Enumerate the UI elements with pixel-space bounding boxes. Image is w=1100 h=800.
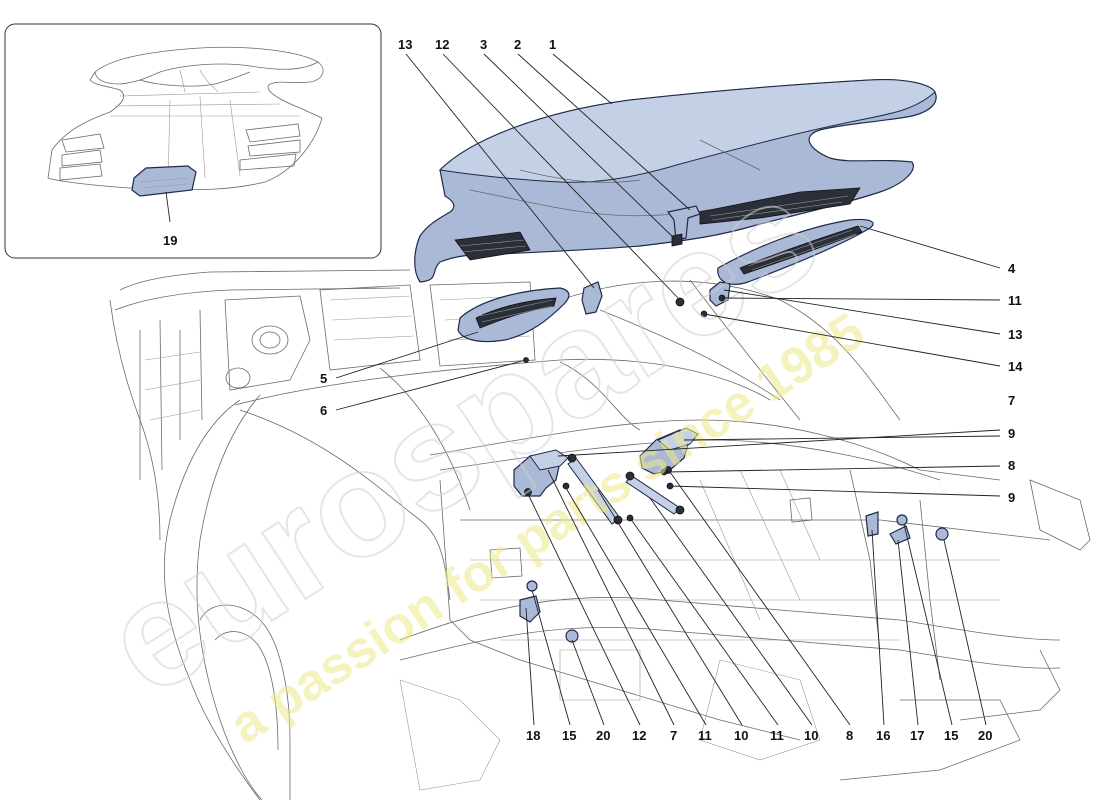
callout-11-bottom-b: 11 xyxy=(770,728,784,743)
callout-10-bottom-a: 10 xyxy=(734,728,748,743)
callouts-right: 4 11 13 14 7 9 9 xyxy=(1008,261,1023,505)
callout-13-right: 13 xyxy=(1008,327,1022,342)
bumper-15-left xyxy=(526,580,538,592)
callout-8-bottom: 8 xyxy=(846,728,853,743)
callout-9-lower: 9 xyxy=(1008,490,1015,505)
bracket-13-right xyxy=(709,281,731,307)
car-body-drawing xyxy=(109,269,1091,800)
callout-5: 5 xyxy=(320,371,327,386)
bumper-15-right xyxy=(896,514,908,526)
gas-strut-right xyxy=(625,468,685,515)
callout-12-top: 12 xyxy=(435,37,449,52)
callouts-top: 13 12 3 2 1 xyxy=(398,37,556,52)
callouts-bottom: 18 15 20 12 7 11 10 11 10 8 16 17 15 20 xyxy=(526,728,992,743)
callouts-left: 5 6 xyxy=(320,371,327,418)
bracket-16 xyxy=(865,511,879,537)
leader-lines xyxy=(335,53,1001,726)
callout-1: 1 xyxy=(549,37,556,52)
callout-12-bottom: 12 xyxy=(632,728,646,743)
callout-18: 18 xyxy=(526,728,540,743)
inset-part-19 xyxy=(131,165,197,197)
callout-15-left: 15 xyxy=(562,728,576,743)
callout-20-right: 20 xyxy=(978,728,992,743)
vent-grille-left xyxy=(457,287,570,343)
inset-lid-drawing xyxy=(47,46,324,197)
callout-4: 4 xyxy=(1008,261,1016,276)
hinge-left xyxy=(513,449,569,497)
callout-10-bottom-b: 10 xyxy=(804,728,818,743)
callout-14: 14 xyxy=(1008,359,1023,374)
callout-19: 19 xyxy=(163,233,177,248)
callout-15-right: 15 xyxy=(944,728,958,743)
callout-11-bottom-a: 11 xyxy=(698,728,712,743)
callout-16: 16 xyxy=(876,728,890,743)
callout-9-upper: 9 xyxy=(1008,426,1015,441)
gas-strut-left xyxy=(562,453,634,525)
bumper-20-right xyxy=(935,527,949,541)
engine-lid-part xyxy=(414,79,937,283)
callout-7-bottom: 7 xyxy=(670,728,677,743)
callout-13-top: 13 xyxy=(398,37,412,52)
bracket-17 xyxy=(889,525,911,545)
callout-3: 3 xyxy=(480,37,487,52)
callout-17: 17 xyxy=(910,728,924,743)
callout-8-right-visible: 8 xyxy=(1008,458,1015,473)
bracket-13-left xyxy=(581,281,603,315)
bumper-20-left xyxy=(565,629,579,643)
callout-6: 6 xyxy=(320,403,327,418)
inset-panel: 19 xyxy=(4,23,382,259)
callout-2: 2 xyxy=(514,37,521,52)
callout-20-left: 20 xyxy=(596,728,610,743)
fastener-12 xyxy=(675,297,685,307)
callout-11-right: 11 xyxy=(1008,293,1022,308)
bracket-18 xyxy=(519,595,541,623)
vent-grille-right xyxy=(717,218,874,285)
callout-7-right: 7 xyxy=(1008,393,1015,408)
